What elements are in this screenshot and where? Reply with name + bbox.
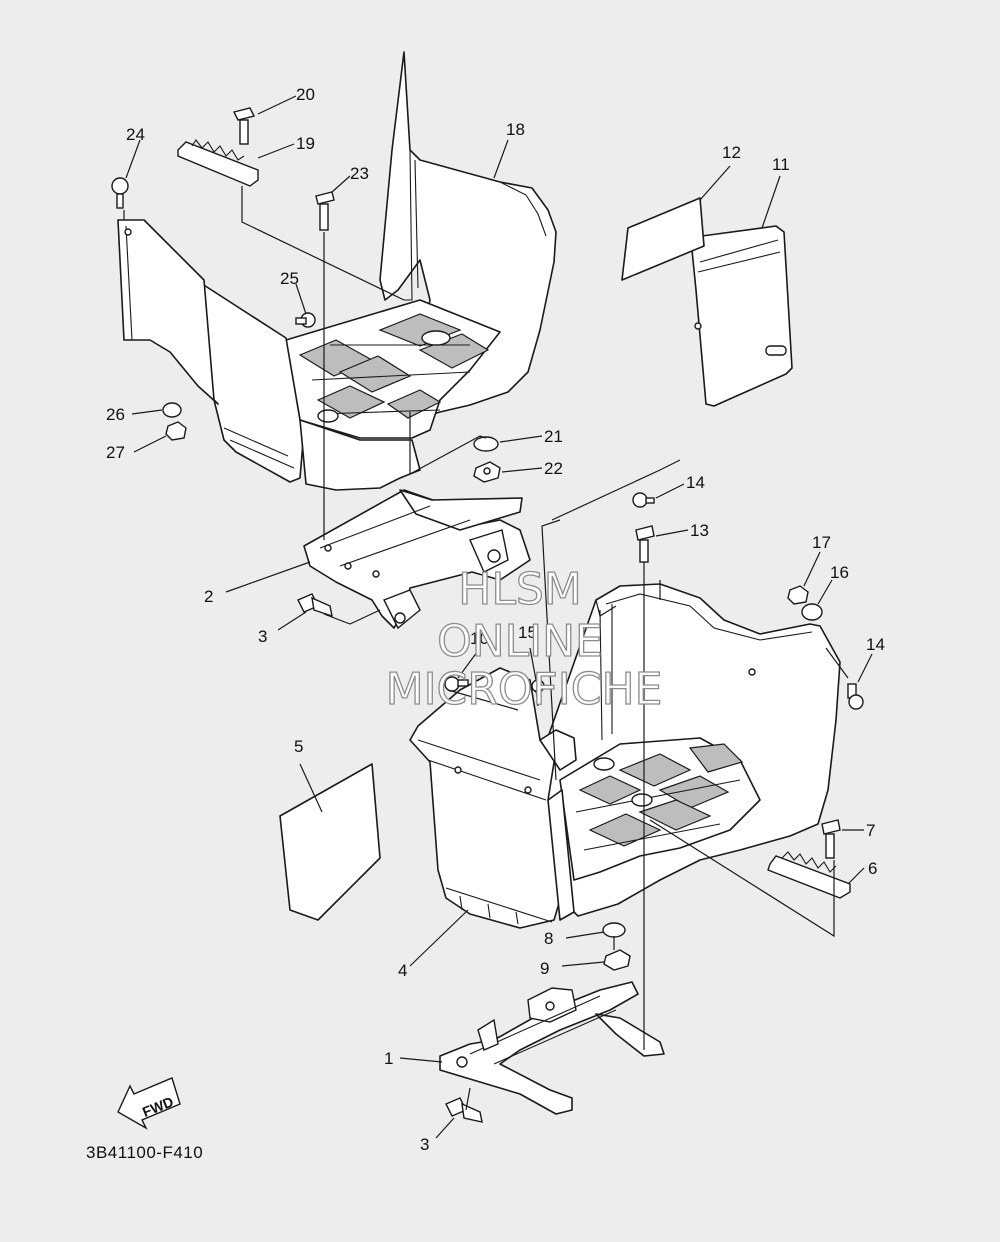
callout-3-lower: 3 [420, 1135, 429, 1154]
step-peg-19 [177, 139, 259, 187]
callout-27: 27 [106, 443, 125, 462]
callout-15: 15 [518, 623, 537, 642]
nut-22 [473, 461, 501, 483]
watermark-line-1: HLSM [458, 564, 582, 615]
nut-9 [603, 949, 631, 971]
alignment-lines [123, 186, 849, 1111]
bolt-3-lower [445, 1097, 483, 1123]
bolt-13 [635, 525, 655, 563]
callout-14-upper: 14 [686, 473, 705, 492]
bolt-14-upper [632, 492, 655, 508]
bolt-24 [111, 177, 129, 209]
washer-8 [602, 922, 626, 938]
nut-27 [165, 421, 187, 441]
callout-14-lower: 14 [866, 635, 885, 654]
bolt-14-lower [847, 683, 864, 710]
callout-21: 21 [544, 427, 563, 446]
washer-16 [801, 603, 823, 621]
callout-12: 12 [722, 143, 741, 162]
callout-6: 6 [868, 859, 877, 878]
washer-21 [473, 436, 499, 452]
bolt-3-upper [297, 593, 333, 618]
callout-8: 8 [544, 929, 553, 948]
callout-17: 17 [812, 533, 831, 552]
callout-numbers: 20 19 24 23 25 26 27 18 12 11 21 22 14 1… [106, 85, 885, 1154]
callout-23: 23 [350, 164, 369, 183]
bolt-7 [821, 819, 841, 859]
right-footrest-assembly [409, 583, 841, 929]
callout-11: 11 [772, 155, 790, 174]
callout-1: 1 [384, 1049, 393, 1068]
watermark: HLSM ONLINE MICROFICHE [385, 563, 663, 715]
callout-26: 26 [106, 405, 125, 424]
fwd-arrow-icon: FWD [117, 1077, 181, 1130]
callout-24: 24 [126, 125, 145, 144]
callout-4: 4 [398, 961, 407, 980]
step-peg-6 [767, 851, 851, 899]
bolt-20 [232, 107, 256, 145]
watermark-line-3: MICROFICHE [386, 664, 663, 715]
decal-label-12 [621, 197, 705, 281]
bolt-10 [444, 676, 469, 692]
upper-frame-bracket [303, 489, 531, 630]
callout-2: 2 [204, 587, 213, 606]
callout-19: 19 [296, 134, 315, 153]
diagram-code: 3B41100-F410 [86, 1143, 203, 1162]
callout-22: 22 [544, 459, 563, 478]
callout-16: 16 [830, 563, 849, 582]
left-footrest-assembly [117, 51, 557, 491]
leader-lines [125, 95, 873, 1139]
bolt-15 [531, 679, 545, 693]
nut-17 [787, 585, 809, 605]
callout-3-upper: 3 [258, 627, 267, 646]
lower-frame-bracket [439, 981, 665, 1115]
callout-9: 9 [540, 959, 549, 978]
callout-18: 18 [506, 120, 525, 139]
callout-5: 5 [294, 737, 303, 756]
decal-label-5 [279, 763, 381, 921]
bolt-23 [315, 191, 335, 231]
callout-10: 10 [470, 629, 489, 648]
callout-25: 25 [280, 269, 299, 288]
callout-20: 20 [296, 85, 315, 104]
mud-flap-panel [691, 225, 793, 407]
callout-13: 13 [690, 521, 709, 540]
washer-26 [162, 402, 182, 418]
bolt-25 [295, 312, 316, 328]
watermark-line-2: ONLINE [437, 616, 603, 667]
callout-7: 7 [866, 821, 875, 840]
